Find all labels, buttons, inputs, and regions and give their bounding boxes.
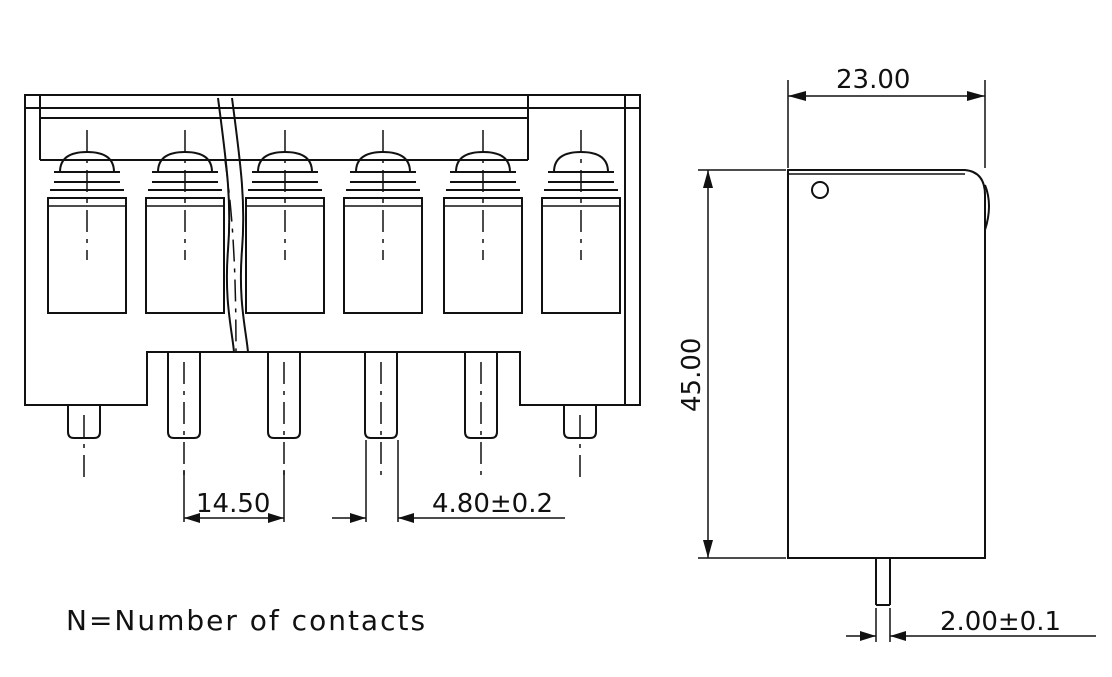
break-line <box>217 97 235 353</box>
front-pin <box>267 352 301 478</box>
dim-depth: 23.00 <box>787 65 986 168</box>
dim-pitch-label: 14.50 <box>196 489 270 519</box>
contacts-note: N=Number of contacts <box>66 604 427 637</box>
front-pin <box>563 405 597 478</box>
contact-cell <box>245 130 325 314</box>
dim-pin-width: 4.80±0.2 <box>332 440 565 523</box>
front-pin <box>364 352 398 478</box>
contact-cell <box>47 130 127 314</box>
contact-cell <box>343 130 423 314</box>
front-pins <box>67 352 597 478</box>
contact-cell <box>541 130 621 314</box>
mounting-hole <box>811 181 829 199</box>
dim-depth-label: 23.00 <box>836 65 910 95</box>
side-body-outline <box>787 169 986 559</box>
front-pin <box>464 352 498 478</box>
contact-cell <box>145 130 225 314</box>
dim-height: 45.00 <box>677 169 786 559</box>
side-view <box>787 169 990 606</box>
front-body-outline <box>24 94 641 406</box>
front-view <box>24 94 641 478</box>
dim-side-pin: 2.00±0.1 <box>846 607 1096 642</box>
dim-height-label: 45.00 <box>677 338 707 412</box>
front-pin <box>167 352 201 478</box>
dim-pitch: 14.50 <box>183 470 285 523</box>
dim-side-pin-label: 2.00±0.1 <box>940 607 1061 637</box>
contact-cell <box>443 130 523 314</box>
dim-pin-width-label: 4.80±0.2 <box>432 489 553 519</box>
front-pin <box>67 405 101 478</box>
